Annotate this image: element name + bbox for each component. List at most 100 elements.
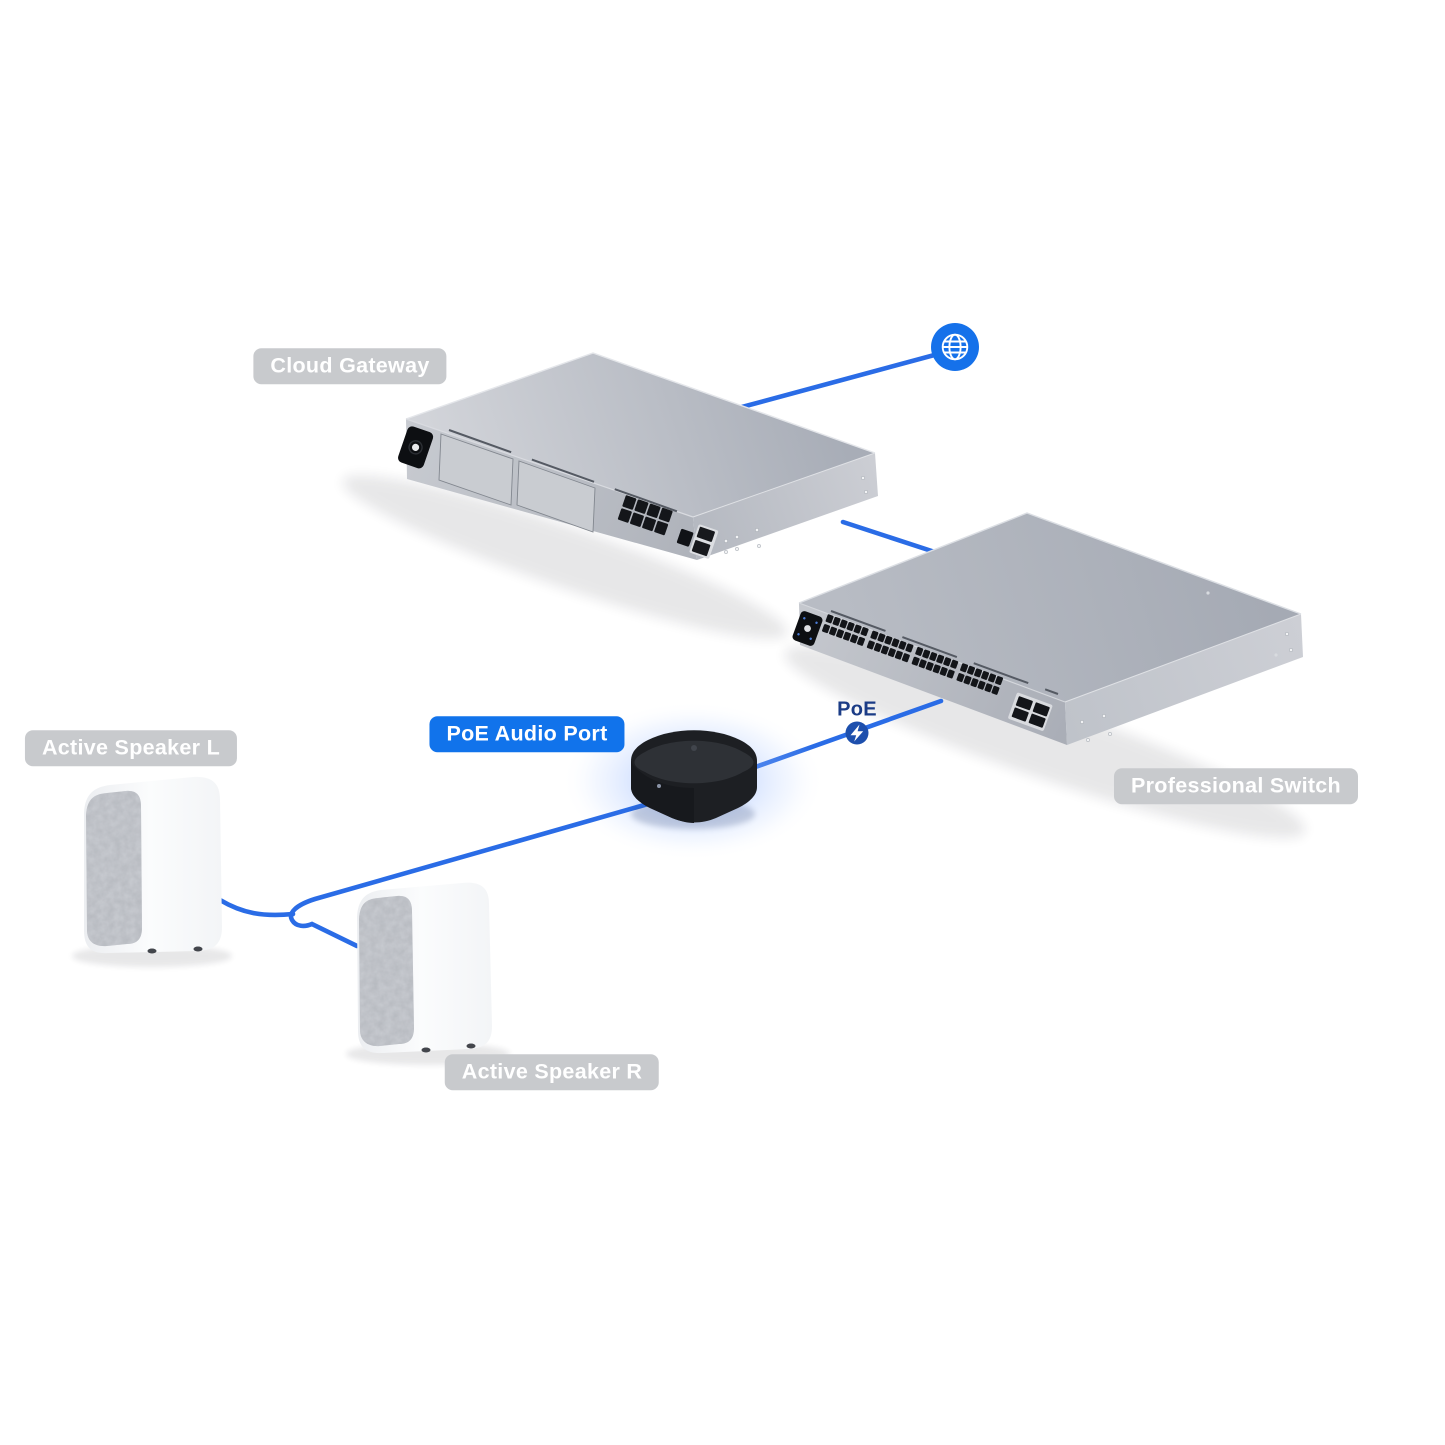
switch-top-face (799, 513, 1301, 702)
ethernet-port (850, 634, 859, 644)
gateway-drive-bay (438, 433, 514, 506)
speaker-foot (147, 948, 157, 954)
active-speaker-r-device (357, 882, 492, 1054)
ethernet-port (877, 633, 886, 643)
cable-speaker-l (217, 897, 296, 918)
gateway-sfp-port (696, 526, 715, 542)
ethernet-port (956, 673, 965, 683)
poe-audio-port-label: PoE Audio Port (429, 716, 625, 752)
switch-display (792, 611, 823, 646)
ethernet-port (836, 629, 845, 639)
active-speaker-l-label: Active Speaker L (24, 730, 238, 766)
ethernet-port (630, 512, 644, 527)
ethernet-port (915, 646, 924, 656)
ethernet-port (991, 685, 1000, 695)
ethernet-port (922, 649, 931, 659)
ethernet-port (977, 680, 986, 690)
ethernet-port (843, 631, 852, 641)
gateway-wan-port (676, 528, 694, 547)
gateway-display (397, 426, 434, 469)
speaker-foot (421, 1047, 431, 1053)
switch-sfp-port (1015, 696, 1033, 711)
switch-front-face (799, 603, 1067, 745)
ethernet-port (654, 520, 669, 536)
ethernet-port (946, 669, 955, 679)
poe-audio-port-device (631, 730, 757, 829)
lightning-bolt-icon (850, 724, 864, 742)
ethernet-port (887, 648, 896, 658)
ethernet-port (925, 661, 934, 671)
speaker-foot (466, 1043, 476, 1049)
ethernet-port (866, 640, 875, 650)
ethernet-port (839, 619, 848, 629)
cable-audio-port-to-speaker-r (288, 793, 679, 949)
cable-internet-to-gateway (739, 347, 956, 410)
audio-port-front-left-face (631, 761, 694, 823)
ethernet-port (832, 616, 841, 626)
ethernet-port (658, 507, 673, 523)
ethernet-port (911, 656, 920, 666)
ethernet-port (905, 643, 914, 653)
ethernet-port (898, 640, 907, 650)
ethernet-port (901, 653, 910, 663)
gateway-vent-slots (448, 429, 691, 517)
gateway-drive-bay (516, 460, 596, 533)
ethernet-port (974, 668, 983, 678)
ethernet-port (918, 659, 927, 669)
globe-icon (931, 323, 979, 371)
ethernet-port (646, 503, 661, 519)
poe-injector-marker (845, 721, 869, 745)
ethernet-port (880, 645, 889, 655)
cloud-gateway-label: Cloud Gateway (253, 348, 447, 384)
gateway-sfp-port (691, 540, 711, 557)
ethernet-port (984, 683, 993, 693)
ethernet-port (988, 673, 997, 683)
ethernet-port (891, 638, 900, 648)
ethernet-port (943, 657, 952, 667)
active-speaker-l-device (84, 776, 222, 954)
gateway-wan-and-sfp-ports (676, 524, 719, 559)
switch-screws (1080, 591, 1293, 742)
ethernet-port (617, 508, 632, 523)
switch-vent-slots (830, 610, 1059, 695)
switch-right-face (1065, 614, 1303, 745)
switch-sfp-port (1011, 707, 1029, 722)
gateway-right-face (693, 453, 878, 560)
ethernet-port (884, 635, 893, 645)
poe-label: PoE (837, 698, 877, 721)
switch-ethernet-ports (822, 614, 1004, 695)
ethernet-port (950, 659, 959, 669)
gateway-top-face (406, 353, 875, 517)
cloud-gateway-device (397, 352, 878, 560)
ethernet-port (857, 636, 866, 646)
ethernet-port (829, 626, 838, 636)
ethernet-port (981, 670, 990, 680)
professional-switch-device (792, 512, 1303, 745)
active-speaker-r-label: Active Speaker R (444, 1054, 660, 1090)
switch-sfp-port (1028, 713, 1046, 728)
ethernet-port (929, 652, 938, 662)
ethernet-port (960, 663, 969, 673)
ethernet-port (970, 678, 979, 688)
professional-switch-label: Professional Switch (1113, 768, 1359, 804)
ethernet-port (995, 676, 1004, 686)
ethernet-port (825, 614, 834, 624)
ethernet-port (936, 654, 945, 664)
ethernet-port (894, 650, 903, 660)
ethernet-port (642, 516, 656, 532)
ethernet-port (846, 621, 855, 631)
audio-port-status-led (657, 784, 661, 788)
ethernet-port (939, 666, 948, 676)
ethernet-port (822, 624, 831, 634)
ethernet-port (963, 675, 972, 685)
switch-sfp-port (1032, 702, 1050, 717)
ethernet-port (634, 499, 649, 514)
audio-port-top-face (634, 740, 754, 784)
ethernet-port (622, 495, 637, 510)
ethernet-port (967, 665, 976, 675)
brand-logo-icon (691, 745, 697, 751)
ethernet-port (870, 630, 879, 640)
ethernet-port (860, 627, 869, 637)
